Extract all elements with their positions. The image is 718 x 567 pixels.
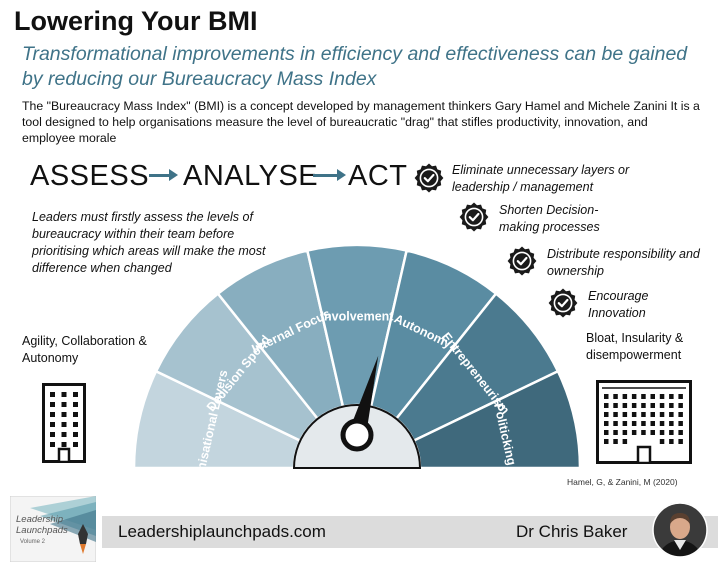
- window: [650, 412, 655, 417]
- window: [669, 412, 674, 417]
- check-badge-icon: [459, 202, 489, 232]
- window: [622, 412, 628, 417]
- gauge-segment-label: Involvement: [321, 309, 395, 323]
- window: [669, 403, 674, 408]
- window: [650, 394, 655, 399]
- window: [678, 403, 683, 408]
- check-badge-icon: [507, 246, 537, 276]
- window: [613, 412, 618, 417]
- window: [604, 403, 609, 408]
- intro-paragraph: The "Bureaucracy Mass Index" (BMI) is a …: [22, 99, 700, 145]
- window: [604, 412, 609, 417]
- small-building-icon: [42, 383, 86, 463]
- large-building-icon: [596, 380, 692, 464]
- window: [650, 403, 655, 408]
- gauge-pivot: [340, 418, 374, 452]
- window: [613, 403, 618, 408]
- window: [678, 421, 683, 426]
- window: [659, 403, 665, 408]
- check-badge-icon: [414, 163, 444, 193]
- action-text: Encourage Innovation: [588, 289, 649, 320]
- window: [659, 430, 665, 435]
- action-text: Eliminate unnecessary layers or leadersh…: [452, 163, 630, 194]
- window: [659, 421, 665, 426]
- page-subtitle: Transformational improvements in efficie…: [22, 43, 688, 90]
- window: [631, 403, 637, 408]
- window: [641, 430, 646, 435]
- window: [659, 412, 665, 417]
- gauge-needle: [348, 355, 379, 438]
- footer-bar: [102, 516, 718, 548]
- window: [669, 439, 674, 444]
- book-title: Leadership Launchpads: [16, 514, 68, 536]
- window: [604, 439, 609, 444]
- arrow-right-icon: [149, 169, 178, 181]
- step-assess: ASSESS: [30, 160, 150, 192]
- window: [604, 394, 609, 399]
- window: [659, 439, 665, 444]
- window: [631, 412, 637, 417]
- window: [622, 421, 628, 426]
- window: [622, 430, 628, 435]
- footer-site-link[interactable]: Leadershiplaunchpads.com: [118, 522, 326, 541]
- page-title: Lowering Your BMI: [14, 6, 258, 36]
- assess-note: Leaders must firstly assess the levels o…: [32, 210, 266, 275]
- check-badge-icon: [548, 288, 578, 318]
- citation: Hamel, G, & Zanini, M (2020): [567, 477, 678, 487]
- book-cover-icon: [10, 496, 96, 562]
- window: [613, 394, 618, 399]
- window: [613, 439, 618, 444]
- window: [650, 430, 655, 435]
- window: [669, 394, 674, 399]
- window: [641, 394, 646, 399]
- arrow-right-icon: [313, 169, 346, 181]
- window: [604, 430, 609, 435]
- window: [641, 403, 646, 408]
- action-text: Distribute responsibility and ownership: [547, 247, 700, 278]
- footer-author: Dr Chris Baker: [516, 522, 628, 541]
- window: [641, 412, 646, 417]
- window: [669, 421, 674, 426]
- window: [622, 403, 628, 408]
- step-act: ACT: [348, 160, 408, 192]
- window: [604, 421, 609, 426]
- author-avatar: [652, 502, 708, 558]
- window: [678, 430, 683, 435]
- action-text: Shorten Decision-making processes: [499, 203, 600, 234]
- window: [631, 421, 637, 426]
- right-scale-label: Bloat, Insularity & disempowerment: [586, 331, 684, 362]
- window: [631, 394, 637, 399]
- window: [650, 421, 655, 426]
- window: [669, 430, 674, 435]
- window: [641, 421, 646, 426]
- left-scale-label: Agility, Collaboration & Autonomy: [22, 334, 147, 365]
- book-volume: Volume 2: [20, 539, 46, 545]
- step-analyse: ANALYSE: [183, 160, 319, 192]
- window: [613, 421, 618, 426]
- window: [622, 394, 628, 399]
- window: [613, 430, 618, 435]
- window: [659, 394, 665, 399]
- window: [622, 439, 628, 444]
- window: [678, 394, 683, 399]
- window: [631, 430, 637, 435]
- window: [678, 439, 683, 444]
- window: [678, 412, 683, 417]
